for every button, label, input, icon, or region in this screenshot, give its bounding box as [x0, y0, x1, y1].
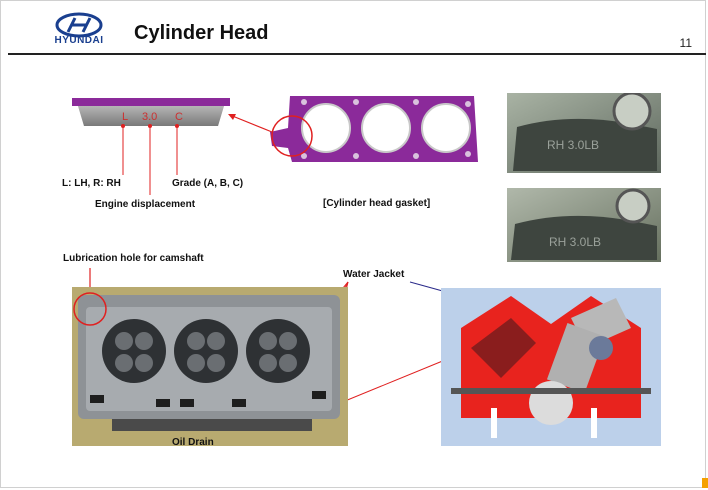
closeup-bottom-stamp: RH 3.0LB: [549, 235, 601, 249]
slide-title: Cylinder Head: [134, 22, 269, 44]
corner-marker: [702, 478, 708, 488]
label-grade: Grade (A, B, C): [172, 178, 244, 189]
label-oil-drain: Oil Drain: [172, 437, 214, 448]
stamp-displacement: 3.0: [142, 111, 157, 123]
page-number: 11: [679, 36, 692, 50]
label-displacement: Engine displacement: [95, 199, 196, 210]
gasket-caption: [Cylinder head gasket]: [323, 198, 431, 209]
gasket-closeup-bottom-image: RH 3.0LB: [507, 188, 661, 262]
hyundai-logo: [55, 12, 103, 38]
cylinder-head-gasket-image: [270, 96, 478, 162]
cylinder-head-photo: [72, 287, 348, 446]
gasket-tag-image: L 3.0 C: [72, 98, 230, 126]
closeup-top-stamp: RH 3.0LB: [547, 138, 599, 152]
engine-cutaway-image: [441, 288, 661, 446]
header-divider: [8, 53, 706, 55]
brand-wordmark: HYUNDAI: [54, 35, 104, 46]
stamp-grade: C: [175, 111, 183, 123]
stamp-side: L: [122, 111, 128, 123]
label-side: L: LH, R: RH: [62, 178, 121, 189]
label-lubrication: Lubrication hole for camshaft: [63, 253, 204, 264]
label-water-jacket: Water Jacket: [343, 269, 405, 280]
gasket-closeup-top-image: RH 3.0LB: [507, 93, 661, 173]
